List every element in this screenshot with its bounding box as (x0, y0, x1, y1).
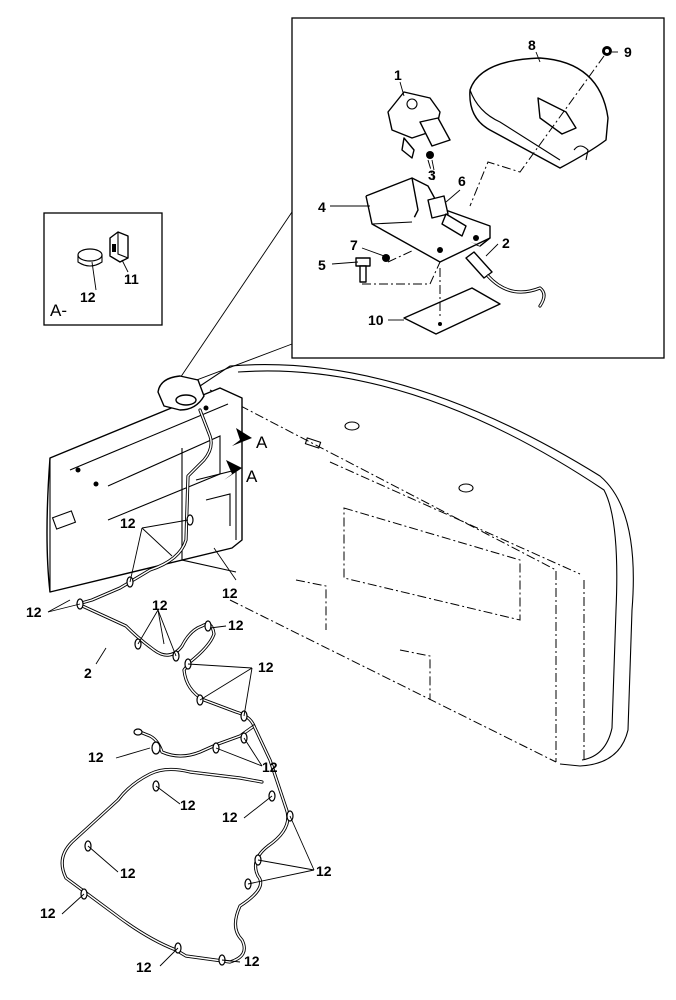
detail-title: A- (50, 301, 67, 320)
callout-9: 9 (624, 44, 632, 60)
callout-12-e: 12 (222, 585, 238, 601)
bracket-icon (365, 177, 491, 263)
callout-12-n: 12 (136, 959, 152, 975)
view-arrow-icon (224, 428, 252, 480)
callout-1: 1 (394, 67, 402, 83)
callout-10: 10 (368, 312, 384, 328)
lamp-cover-icon (469, 57, 609, 169)
clamp-leaders (47, 519, 315, 967)
view-a-detail-box (43, 212, 163, 326)
callout-12-b: 12 (26, 604, 42, 620)
clamp-icon (77, 248, 103, 267)
lamp-assembly-icon (387, 91, 451, 159)
callout-12-o: 12 (244, 953, 260, 969)
callout-12-h: 12 (262, 759, 278, 775)
callout-12-l: 12 (120, 865, 136, 881)
callout-3: 3 (428, 167, 436, 183)
callout-12-d: 12 (228, 617, 244, 633)
clip-icon (109, 231, 129, 263)
callout-7: 7 (350, 237, 358, 253)
callout-2: 2 (502, 235, 510, 251)
nut-icon (602, 46, 612, 56)
lamp-detail-box (291, 17, 665, 359)
detail-callout-12: 12 (80, 289, 96, 305)
callout-5: 5 (318, 257, 326, 273)
view-marker-a-2: A (246, 467, 258, 486)
callout-4: 4 (318, 199, 326, 215)
callout-12-k: 12 (316, 863, 332, 879)
callout-12-g: 12 (88, 749, 104, 765)
view-marker-a-1: A (256, 433, 268, 452)
detail-callout-11: 11 (124, 271, 139, 287)
washer-icon (382, 254, 390, 262)
switch-icon (427, 195, 467, 237)
bolt-icon (355, 257, 371, 283)
callout-6: 6 (458, 173, 466, 189)
callout-12-j: 12 (222, 809, 238, 825)
callout-12-a: 12 (120, 515, 136, 531)
harness-connector-icon (465, 251, 546, 308)
callout-12-c: 12 (152, 597, 168, 613)
callout-12-m: 12 (40, 905, 56, 921)
mounted-lamp-icon (157, 375, 205, 411)
callout-8: 8 (528, 37, 536, 53)
clamp-markers (76, 514, 294, 966)
callout-12-i: 12 (180, 797, 196, 813)
callout-2-harness: 2 (84, 665, 92, 681)
plate-icon (403, 287, 501, 335)
callout-12-f: 12 (258, 659, 274, 675)
counterweight-panel (46, 364, 634, 767)
